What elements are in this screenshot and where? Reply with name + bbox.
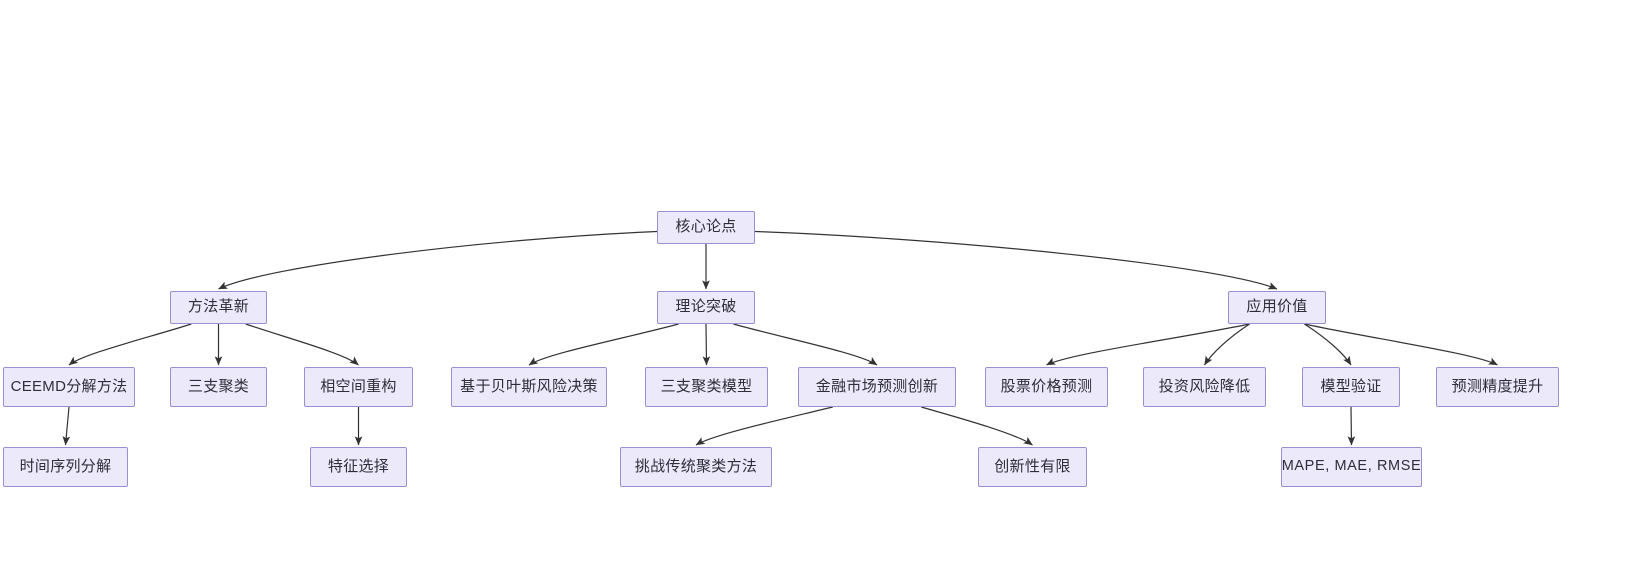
flow-edge-l3b3-to-l4b3b xyxy=(921,406,1033,446)
flow-node-label: 特征选择 xyxy=(327,457,390,475)
flow-edge-l2a-to-l3a1 xyxy=(68,323,192,366)
flow-node-l2c[interactable]: 应用价值 xyxy=(1228,291,1326,324)
flow-node-label: 挑战传统聚类方法 xyxy=(634,457,758,475)
flow-node-label: 三支聚类模型 xyxy=(660,377,753,395)
flow-edge-l2c-to-l3c4 xyxy=(1304,323,1498,366)
flow-node-label: MAPE, MAE, RMSE xyxy=(1281,458,1422,475)
flow-node-label: CEEMD分解方法 xyxy=(10,377,128,395)
flow-edge-l2c-to-l3c1 xyxy=(1046,323,1250,366)
flow-node-l3a3[interactable]: 相空间重构 xyxy=(304,367,413,407)
flow-node-root[interactable]: 核心论点 xyxy=(657,211,755,244)
flow-node-l2b[interactable]: 理论突破 xyxy=(657,291,755,324)
flow-node-label: 模型验证 xyxy=(1320,377,1382,395)
flow-node-label: 创新性有限 xyxy=(994,457,1071,475)
edge-group xyxy=(62,230,1498,446)
flow-edge-l2b-to-l3b1 xyxy=(528,323,679,366)
flow-node-label: 三支聚类 xyxy=(187,377,250,395)
flow-edge-root-to-l2a xyxy=(218,230,658,290)
flow-node-label: 股票价格预测 xyxy=(1000,377,1093,395)
flow-node-label: 基于贝叶斯风险决策 xyxy=(460,377,598,395)
flow-edge-l3a1-to-l4a1 xyxy=(62,406,71,446)
flow-node-label: 投资风险降低 xyxy=(1158,377,1251,395)
flow-edge-l2c-to-l3c3 xyxy=(1304,323,1352,366)
flow-node-label: 方法革新 xyxy=(187,298,250,316)
flow-node-label: 时间序列分解 xyxy=(19,457,112,475)
flow-edge-l3c3-to-l4c3 xyxy=(1347,406,1356,446)
flow-node-l2a[interactable]: 方法革新 xyxy=(170,291,267,324)
flow-node-l3b3[interactable]: 金融市场预测创新 xyxy=(798,367,956,407)
flow-node-l3a2[interactable]: 三支聚类 xyxy=(170,367,267,407)
flow-node-l3b1[interactable]: 基于贝叶斯风险决策 xyxy=(451,367,607,407)
flow-node-label: 相空间重构 xyxy=(320,377,397,395)
flow-node-l3b2[interactable]: 三支聚类模型 xyxy=(645,367,768,407)
flow-edge-l2a-to-l3a3 xyxy=(245,323,359,366)
flow-node-label: 应用价值 xyxy=(1246,298,1308,316)
flow-node-l3c2[interactable]: 投资风险降低 xyxy=(1143,367,1266,407)
flow-node-l3c3[interactable]: 模型验证 xyxy=(1302,367,1400,407)
flow-node-l3a1[interactable]: CEEMD分解方法 xyxy=(3,367,135,407)
flow-edge-l2b-to-l3b3 xyxy=(733,323,878,366)
flow-edge-l3b3-to-l4b3a xyxy=(695,406,833,446)
flow-node-label: 核心论点 xyxy=(675,218,737,236)
flow-node-l4a3[interactable]: 特征选择 xyxy=(310,447,407,487)
flow-node-l4b3b[interactable]: 创新性有限 xyxy=(978,447,1087,487)
flow-edge-root-to-l2c xyxy=(754,230,1278,290)
flow-node-label: 金融市场预测创新 xyxy=(815,377,939,395)
flow-node-l4b3a[interactable]: 挑战传统聚类方法 xyxy=(620,447,772,487)
flow-node-l4a1[interactable]: 时间序列分解 xyxy=(3,447,128,487)
flow-node-l4c3[interactable]: MAPE, MAE, RMSE xyxy=(1281,447,1422,487)
flow-node-label: 理论突破 xyxy=(675,298,737,316)
flow-edge-l2b-to-l3b2 xyxy=(702,323,711,366)
flow-edge-l2c-to-l3c2 xyxy=(1203,323,1250,366)
flow-node-l3c1[interactable]: 股票价格预测 xyxy=(985,367,1108,407)
flow-node-l3c4[interactable]: 预测精度提升 xyxy=(1436,367,1559,407)
flow-node-label: 预测精度提升 xyxy=(1451,377,1544,395)
